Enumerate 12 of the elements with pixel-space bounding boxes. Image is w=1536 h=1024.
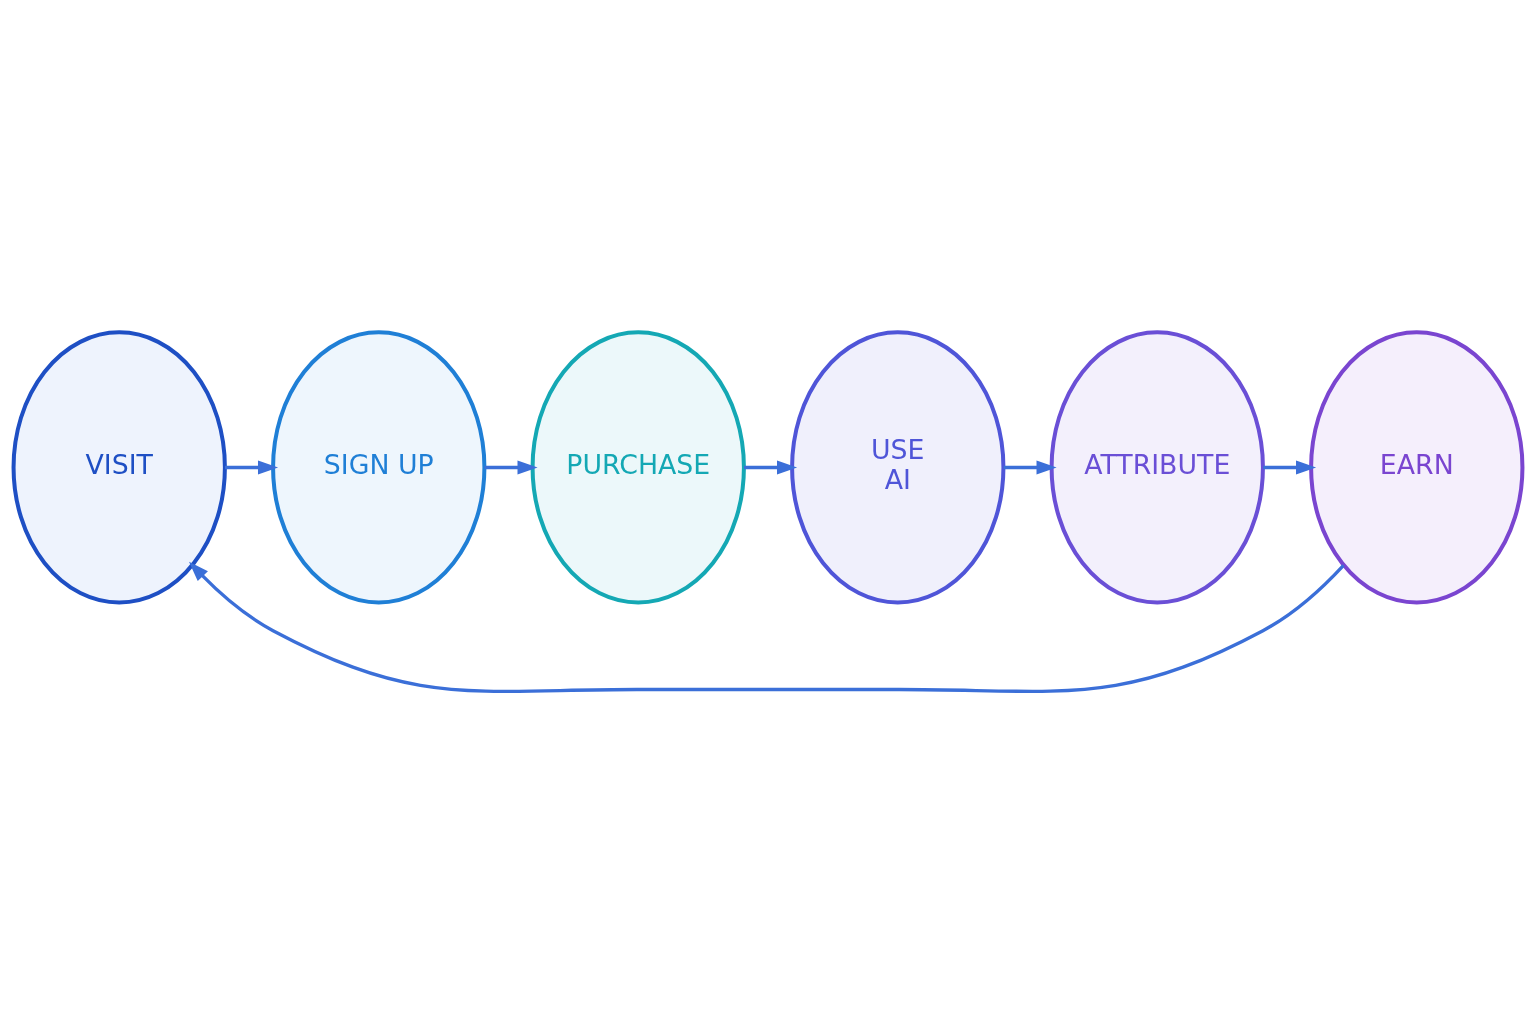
arrow [484, 460, 538, 475]
node-ellipse: ATTRIBUTE [1049, 330, 1265, 605]
node-ellipse: VISIT [11, 330, 227, 605]
node-ellipse: SIGN UP [271, 330, 487, 605]
node-ellipse: EARN [1309, 330, 1525, 605]
node-ellipse: PURCHASE [530, 330, 746, 605]
node-ellipse: USE AI [790, 330, 1006, 605]
arrow [1263, 460, 1317, 475]
arrow [1003, 460, 1057, 475]
arrow [225, 460, 279, 475]
arrow [744, 460, 798, 475]
arrow [189, 561, 1345, 694]
